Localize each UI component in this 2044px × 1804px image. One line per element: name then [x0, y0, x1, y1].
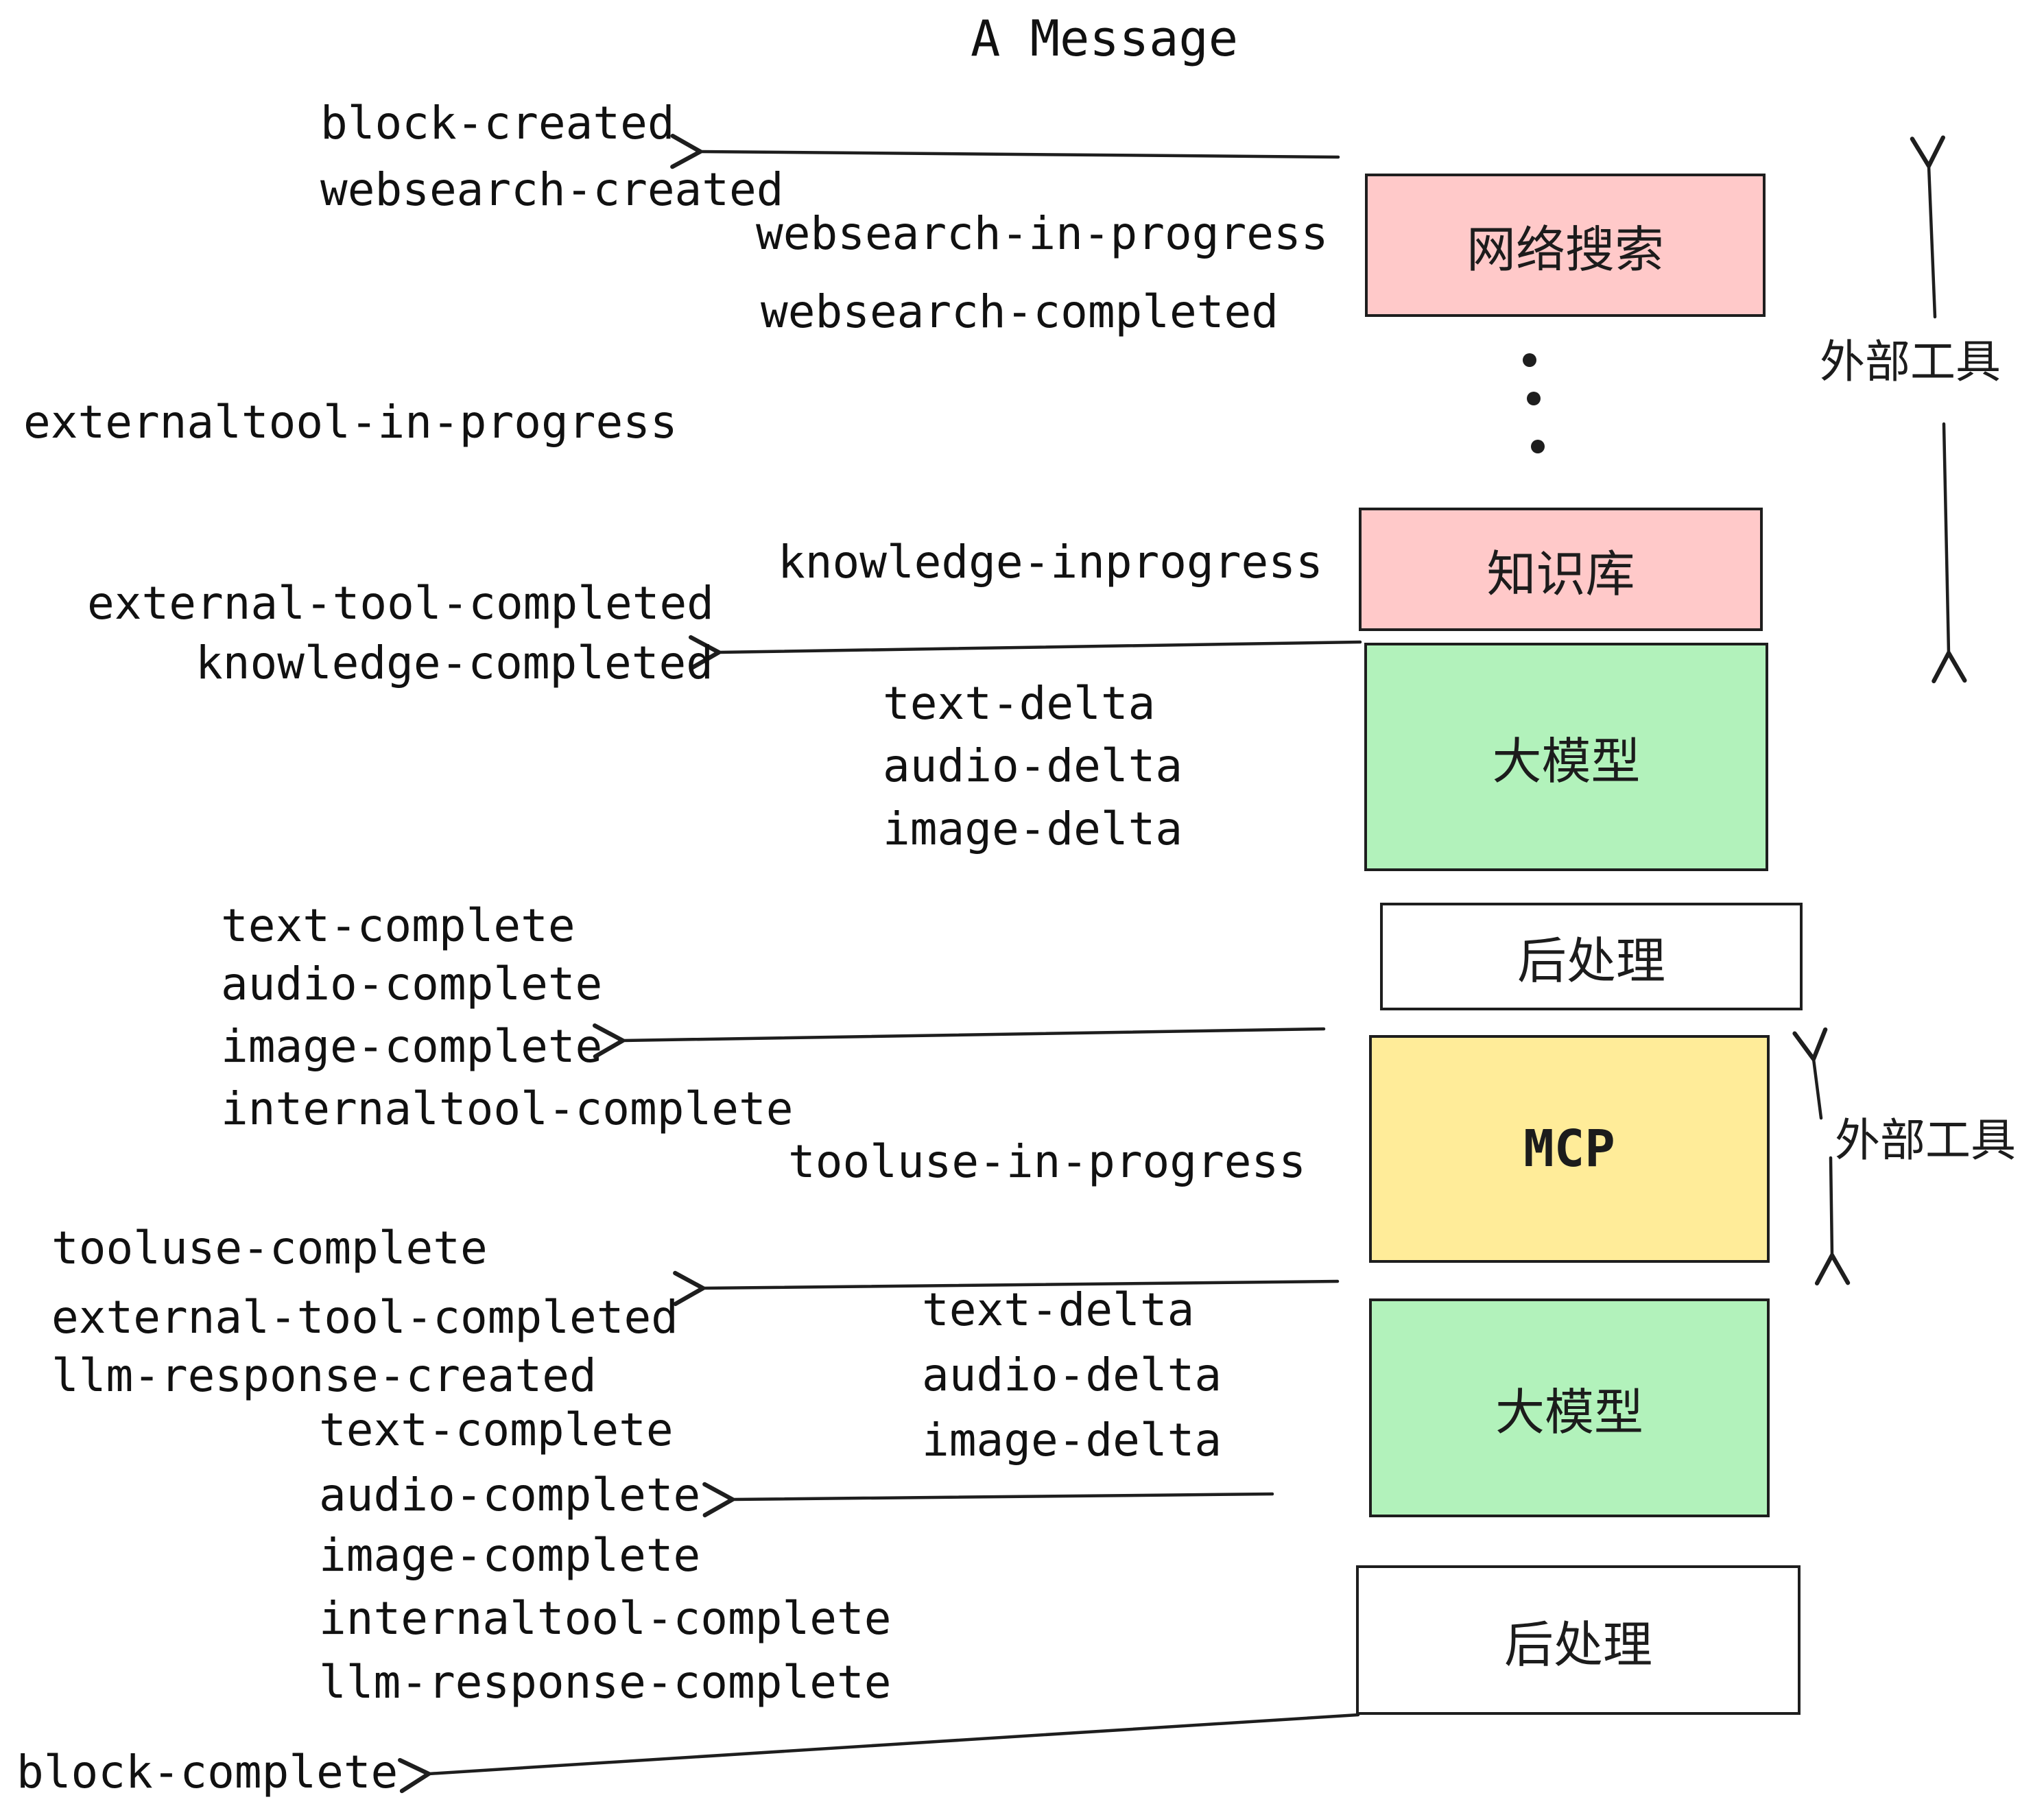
event-external-tool-completed-1: external-tool-completed	[87, 577, 714, 630]
external-tools-bottom-down-arrow	[1814, 1156, 1851, 1285]
event-audio-delta-2: audio-delta	[922, 1349, 1222, 1401]
box-postprocess-1: 后处理	[1380, 903, 1803, 1010]
event-text-complete-1: text-complete	[221, 899, 575, 952]
event-llm-response-complete: llm-response-complete	[319, 1656, 892, 1709]
event-websearch-created: websearch-created	[320, 163, 784, 216]
box-mcp: MCP	[1369, 1035, 1770, 1263]
box-websearch: 网络搜索	[1365, 174, 1766, 317]
diagram-title: A Message	[971, 10, 1239, 67]
event-knowledge-inprogress: knowledge-inprogress	[778, 536, 1323, 589]
event-websearch-completed: websearch-completed	[761, 285, 1279, 338]
ellipsis-dot	[1527, 392, 1541, 405]
ellipsis-dot	[1531, 440, 1545, 453]
event-image-delta-2: image-delta	[922, 1414, 1222, 1467]
box-llm-1: 大模型	[1364, 643, 1768, 871]
event-audio-complete-1: audio-complete	[221, 958, 603, 1010]
external-tools-label-top: 外部工具	[1820, 335, 2001, 388]
arrow-to-knowledge-completed	[688, 635, 1362, 671]
ellipsis-dot	[1523, 353, 1536, 367]
event-image-complete-1: image-complete	[221, 1020, 603, 1073]
external-tools-label-bottom: 外部工具	[1835, 1114, 2016, 1167]
event-block-created: block-created	[320, 97, 675, 150]
box-llm-1-label: 大模型	[1492, 733, 1641, 790]
event-llm-response-created: llm-response-created	[51, 1349, 597, 1402]
event-externaltool-in-progress: externaltool-in-progress	[23, 396, 678, 449]
event-audio-delta-1: audio-delta	[883, 739, 1183, 792]
box-llm-2-label: 大模型	[1495, 1384, 1643, 1441]
event-text-delta-2: text-delta	[922, 1283, 1195, 1336]
event-external-tool-completed-2: external-tool-completed	[51, 1291, 678, 1344]
event-internaltool-complete-1: internaltool-complete	[221, 1082, 794, 1135]
box-knowledge-label: 知识库	[1486, 545, 1635, 603]
arrow-to-block-created	[670, 134, 1340, 169]
event-websearch-in-progress: websearch-in-progress	[756, 207, 1329, 260]
box-postprocess-2: 后处理	[1356, 1565, 1801, 1715]
event-block-complete: block-complete	[16, 1746, 399, 1799]
event-knowledge-completed: knowledge-completed	[195, 637, 713, 689]
arrow-to-tooluse-complete	[673, 1270, 1340, 1307]
event-text-delta-1: text-delta	[883, 677, 1156, 730]
event-audio-complete-2: audio-complete	[319, 1469, 701, 1521]
event-text-complete-2: text-complete	[319, 1403, 674, 1456]
box-llm-2: 大模型	[1369, 1298, 1770, 1517]
box-postprocess-1-label: 后处理	[1517, 932, 1665, 990]
external-tools-bottom-up-arrow	[1792, 1027, 1828, 1120]
external-tools-top-down-arrow	[1932, 422, 1967, 684]
arrow-to-block-complete	[398, 1713, 1360, 1794]
event-tooluse-complete: tooluse-complete	[51, 1222, 488, 1274]
box-websearch-label: 网络搜索	[1466, 221, 1664, 278]
event-image-delta-1: image-delta	[883, 803, 1183, 855]
box-postprocess-2-label: 后处理	[1504, 1615, 1652, 1674]
arrow-to-image-complete	[592, 1023, 1326, 1059]
event-image-complete-2: image-complete	[319, 1529, 701, 1582]
event-tooluse-in-progress: tooluse-in-progress	[788, 1135, 1306, 1188]
arrow-to-audio-complete	[702, 1482, 1274, 1518]
box-knowledge: 知识库	[1359, 508, 1763, 631]
event-internaltool-complete-2: internaltool-complete	[319, 1592, 892, 1645]
external-tools-top-up-arrow	[1910, 135, 1945, 319]
box-mcp-label: MCP	[1523, 1119, 1615, 1178]
